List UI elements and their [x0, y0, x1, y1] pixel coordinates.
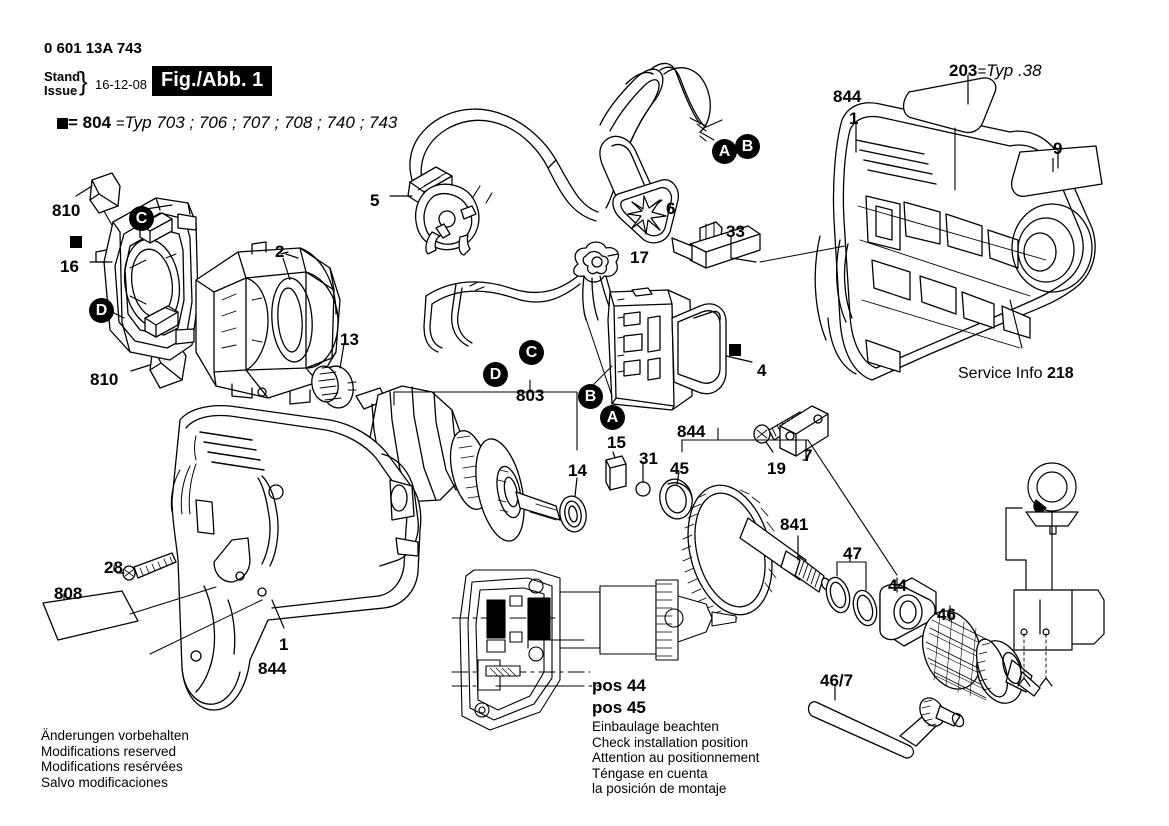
- service-info: Service Info 218: [958, 365, 1074, 383]
- part-callout-28: 28: [104, 558, 123, 577]
- legend-row: = 804 =Typ 703 ; 706 ; 707 ; 708 ; 740 ;…: [57, 113, 397, 133]
- part-callout-7: 7: [803, 446, 813, 465]
- brace-glyph: }: [79, 66, 88, 96]
- part-callout-46-7: 46/7: [820, 671, 854, 690]
- cable-clip-33: [671, 221, 761, 269]
- service-info-number: 218: [1046, 365, 1074, 382]
- legend-equals-2: =: [115, 115, 125, 132]
- part-callout-14: 14: [568, 461, 587, 480]
- legend-types: Typ 703 ; 706 ; 707 ; 708 ; 740 ; 743: [124, 113, 398, 132]
- footer-disclaimer: Änderungen vorbehalten Modifications res…: [41, 728, 189, 790]
- reference-balloon-b: B: [735, 134, 760, 159]
- square-marker-4-icon: [729, 344, 741, 356]
- issue-label: Issue: [44, 83, 78, 98]
- cord-guard-6: [599, 62, 723, 244]
- reference-balloon-d: D: [483, 362, 508, 387]
- part-callout-2: 2: [275, 242, 285, 261]
- part-callout-16: 16: [60, 257, 79, 276]
- part-callout-810: 810: [52, 201, 81, 220]
- chuck-key-46-7: [807, 697, 965, 759]
- part-callout-9: 9: [1053, 139, 1063, 158]
- reference-balloon-c: C: [129, 206, 154, 231]
- part-callout-5: 5: [370, 191, 380, 210]
- type-note-number: 203: [949, 61, 978, 80]
- part-callout-46: 46: [937, 605, 956, 624]
- part-callout-844: 844: [677, 422, 706, 441]
- install-note-line-3: Téngase en cuenta: [592, 765, 708, 781]
- trigger-switch-4: [607, 287, 727, 411]
- reference-balloon-c: C: [519, 340, 544, 365]
- part-callout-810: 810: [90, 370, 119, 389]
- ball-31: [635, 481, 651, 497]
- part-callout-1: 1: [849, 109, 859, 128]
- part-callout-19: 19: [767, 459, 786, 478]
- part-callout-45: 45: [670, 459, 689, 478]
- reference-balloon-d: D: [89, 298, 114, 323]
- part-callout-6: 6: [666, 199, 676, 218]
- part-callout-17: 17: [630, 248, 649, 267]
- legend-equals-1: =: [68, 113, 78, 132]
- legend-code: 804: [82, 113, 112, 132]
- figure-badge: Fig./Abb. 1: [152, 66, 273, 96]
- type-note-text: Typ .38: [986, 61, 1042, 80]
- pos-44-label: pos 44: [592, 676, 646, 695]
- type-note-equals: =: [977, 63, 987, 80]
- footer-line-0: Änderungen vorbehalten: [41, 728, 189, 743]
- screw-28: [122, 552, 177, 581]
- nameplate-808: [42, 590, 139, 641]
- footer-line-3: Salvo modificaciones: [41, 774, 168, 790]
- label-plate-9: [1010, 145, 1103, 197]
- part-callout-1: 1: [279, 635, 289, 654]
- depth-stop-schematic: [1005, 462, 1105, 687]
- reference-balloon-a: A: [600, 405, 625, 430]
- mains-plug-5: [407, 166, 480, 256]
- seal-45: [659, 478, 693, 520]
- label-plate-203: [902, 77, 997, 134]
- part-callout-803: 803: [516, 386, 545, 405]
- part-callout-13: 13: [340, 330, 359, 349]
- drill-chuck-46: [921, 610, 1041, 704]
- pos-45-label: pos 45: [592, 698, 646, 717]
- install-note-line-2: Attention au positionnement: [592, 750, 760, 765]
- reference-balloon-b: B: [578, 384, 603, 409]
- install-note-line-0: Einbaulage beachten: [592, 719, 719, 734]
- part-callout-31: 31: [639, 449, 658, 468]
- reference-balloon-a: A: [712, 139, 737, 164]
- brush-holder-assembly: [95, 197, 199, 361]
- footer-line-2: Modifications resérvées: [41, 759, 183, 774]
- washers-47: [825, 576, 878, 627]
- square-marker-icon: [57, 118, 68, 129]
- footer-line-1: Modifications reserved: [41, 743, 177, 759]
- stand-label: Stand: [44, 69, 81, 84]
- flange-44: [879, 577, 937, 647]
- part-callout-33: 33: [726, 222, 745, 241]
- gearbox-cross-section: [451, 569, 741, 731]
- part-callout-844: 844: [833, 87, 862, 106]
- part-callout-844: 844: [258, 659, 287, 678]
- part-callout-47: 47: [843, 544, 862, 563]
- bracket-7: [779, 405, 829, 457]
- square-marker-16-icon: [70, 236, 82, 248]
- part-callout-44: 44: [888, 576, 907, 595]
- install-note-line-1: Check installation position: [592, 734, 749, 750]
- part-number: 0 601 13A 743: [44, 40, 142, 57]
- wire-harness-17: [423, 241, 621, 353]
- part-callout-808: 808: [54, 584, 83, 603]
- service-info-label: Service Info: [958, 365, 1043, 382]
- part-15: [605, 455, 627, 491]
- bearing-14: [559, 495, 587, 533]
- part-callout-4: 4: [757, 361, 767, 380]
- part-callout-15: 15: [607, 433, 626, 452]
- pinion-gear-13: [311, 365, 357, 409]
- stator-field-2: [195, 241, 341, 405]
- install-note-line-4: la posición de montaje: [592, 781, 727, 796]
- install-note: Einbaulage beachten Check installation p…: [592, 719, 759, 797]
- housing-left-half-1: [170, 404, 422, 711]
- type-note: 203=Typ .38: [949, 61, 1042, 81]
- part-callout-841: 841: [780, 515, 809, 534]
- spindle-gear-841: [681, 484, 831, 616]
- issue-date: 16-12-08: [95, 77, 148, 92]
